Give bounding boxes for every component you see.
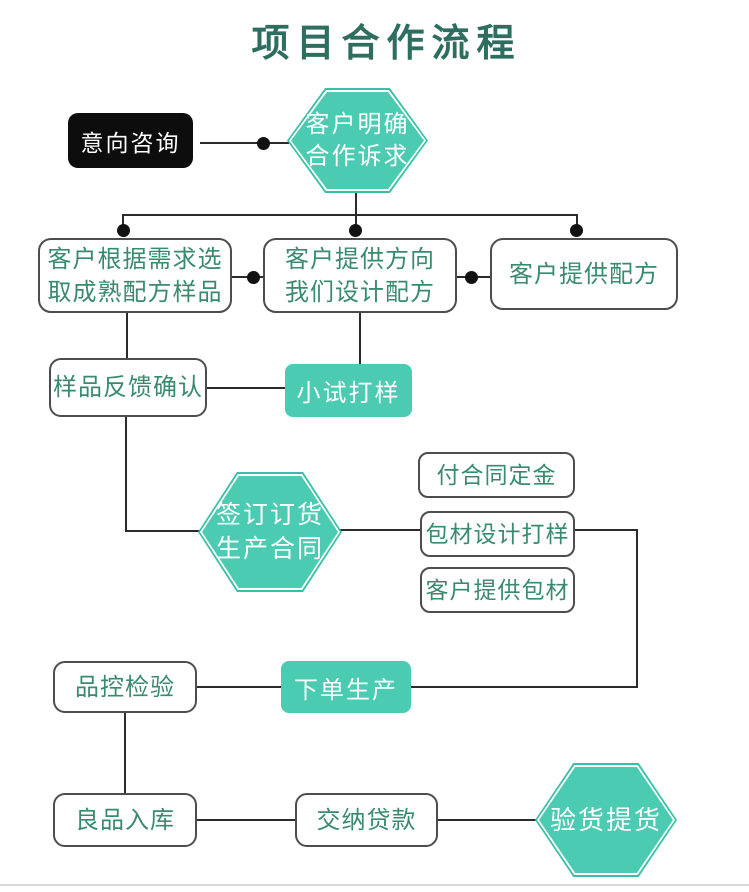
junction-dot: [465, 271, 478, 284]
junction-dot: [349, 224, 362, 237]
node-label: 下单生产: [294, 676, 398, 704]
connector-line: [197, 819, 295, 821]
node-label: 包材设计打样: [425, 520, 570, 547]
node-intent-consult: 意向咨询: [68, 113, 193, 168]
node-label: 付合同定金: [436, 461, 557, 488]
node-label: 品控检验: [75, 673, 175, 701]
node-label: 客户根据需求选 取成熟配方样品: [47, 245, 223, 306]
connector-line: [125, 417, 127, 532]
node-label: 客户提供包材: [425, 576, 570, 603]
node-client-direction-we-design: 客户提供方向 我们设计配方: [263, 238, 457, 313]
connector-line: [197, 686, 281, 688]
node-good-products-warehouse: 良品入库: [53, 793, 197, 847]
connector-line: [207, 387, 285, 389]
node-client-provides-packaging: 客户提供包材: [420, 567, 575, 613]
junction-dot: [117, 224, 130, 237]
junction-dot: [570, 224, 583, 237]
node-label: 客户提供方向 我们设计配方: [285, 245, 435, 306]
node-label: 客户提供配方: [509, 260, 659, 288]
connector-line: [576, 214, 578, 230]
connector-line: [355, 191, 357, 230]
node-quality-check: 品控检验: [53, 661, 197, 713]
connector-line: [636, 529, 638, 688]
connector-line: [126, 313, 128, 358]
node-inspect-pickup-hexagon: 验货提货: [535, 763, 677, 877]
node-label: 样品反馈确认: [53, 374, 203, 401]
connector-line: [124, 713, 126, 793]
node-label: 签订订货 生产合同: [215, 501, 324, 563]
node-label: 客户明确 合作诉求: [305, 110, 410, 170]
connector-line: [359, 313, 361, 364]
junction-dot: [257, 137, 270, 150]
node-select-mature-formula: 客户根据需求选 取成熟配方样品: [38, 238, 232, 313]
connector-line: [411, 686, 638, 688]
connector-line: [438, 819, 537, 821]
node-packaging-design-sample: 包材设计打样: [420, 511, 575, 557]
node-client-provides-formula: 客户提供配方: [490, 238, 678, 310]
connector-line: [122, 214, 124, 230]
bottom-divider: [0, 884, 749, 886]
node-sign-contract-hexagon: 签订订货 生产合同: [198, 472, 342, 592]
node-label: 交纳贷款: [316, 806, 417, 834]
node-label: 意向咨询: [80, 129, 181, 156]
connector-line: [125, 530, 200, 532]
node-pay-balance: 交纳贷款: [295, 793, 438, 847]
connector-line: [122, 214, 578, 216]
node-pay-deposit: 付合同定金: [418, 452, 575, 498]
page-title: 项目合作流程: [251, 23, 522, 65]
junction-dot: [247, 271, 260, 284]
node-sample-feedback: 样品反馈确认: [49, 358, 207, 417]
node-label: 小试打样: [296, 380, 401, 407]
node-clarify-demand-hexagon: 客户明确 合作诉求: [287, 88, 428, 193]
node-label: 验货提货: [549, 805, 662, 835]
node-label: 良品入库: [75, 806, 175, 834]
connector-line: [200, 142, 289, 144]
node-order-production: 下单生产: [281, 661, 411, 713]
node-trial-sample: 小试打样: [285, 364, 412, 417]
